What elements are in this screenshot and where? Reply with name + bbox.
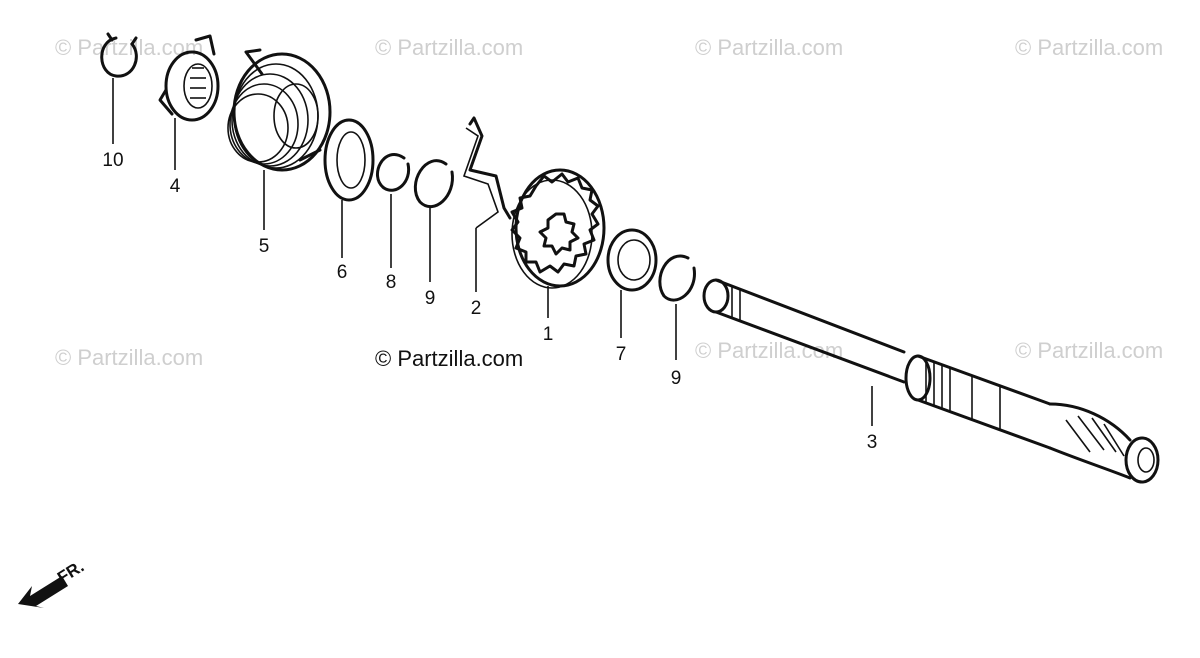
watermark-mid-left: © Partzilla.com — [55, 345, 203, 370]
callout-10: 10 — [102, 150, 123, 171]
part-5-spring — [227, 48, 332, 172]
callout-5: 5 — [259, 236, 270, 257]
watermark-top-right: © Partzilla.com — [1015, 35, 1163, 60]
callout-7: 7 — [616, 344, 627, 365]
watermark-mid-right: © Partzilla.com — [1015, 338, 1163, 363]
callout-6: 6 — [337, 262, 348, 283]
part-8-circlip — [376, 153, 411, 192]
callout-8: 8 — [386, 272, 397, 293]
part-1-gear — [510, 168, 606, 289]
callout-9-a: 9 — [425, 288, 436, 309]
callout-1: 1 — [543, 324, 554, 345]
watermark-main: © Partzilla.com — [375, 346, 523, 371]
part-3-shaft — [702, 278, 1160, 484]
callout-9-b: 9 — [671, 368, 682, 389]
callout-3: 3 — [867, 432, 878, 453]
part-7-washer — [606, 228, 658, 292]
part-9-circlip-b — [658, 254, 696, 302]
front-direction-arrow-icon — [18, 576, 68, 608]
watermark-top-center-right: © Partzilla.com — [695, 35, 843, 60]
part-9-circlip-a — [413, 159, 454, 209]
callout-4: 4 — [170, 176, 181, 197]
part-10-circlip — [100, 32, 138, 78]
watermark-top-center-left: © Partzilla.com — [375, 35, 523, 60]
part-6-washer — [323, 118, 375, 202]
callout-2: 2 — [471, 298, 482, 319]
part-2-spring-clip — [462, 116, 512, 229]
part-4-collar — [158, 34, 220, 122]
